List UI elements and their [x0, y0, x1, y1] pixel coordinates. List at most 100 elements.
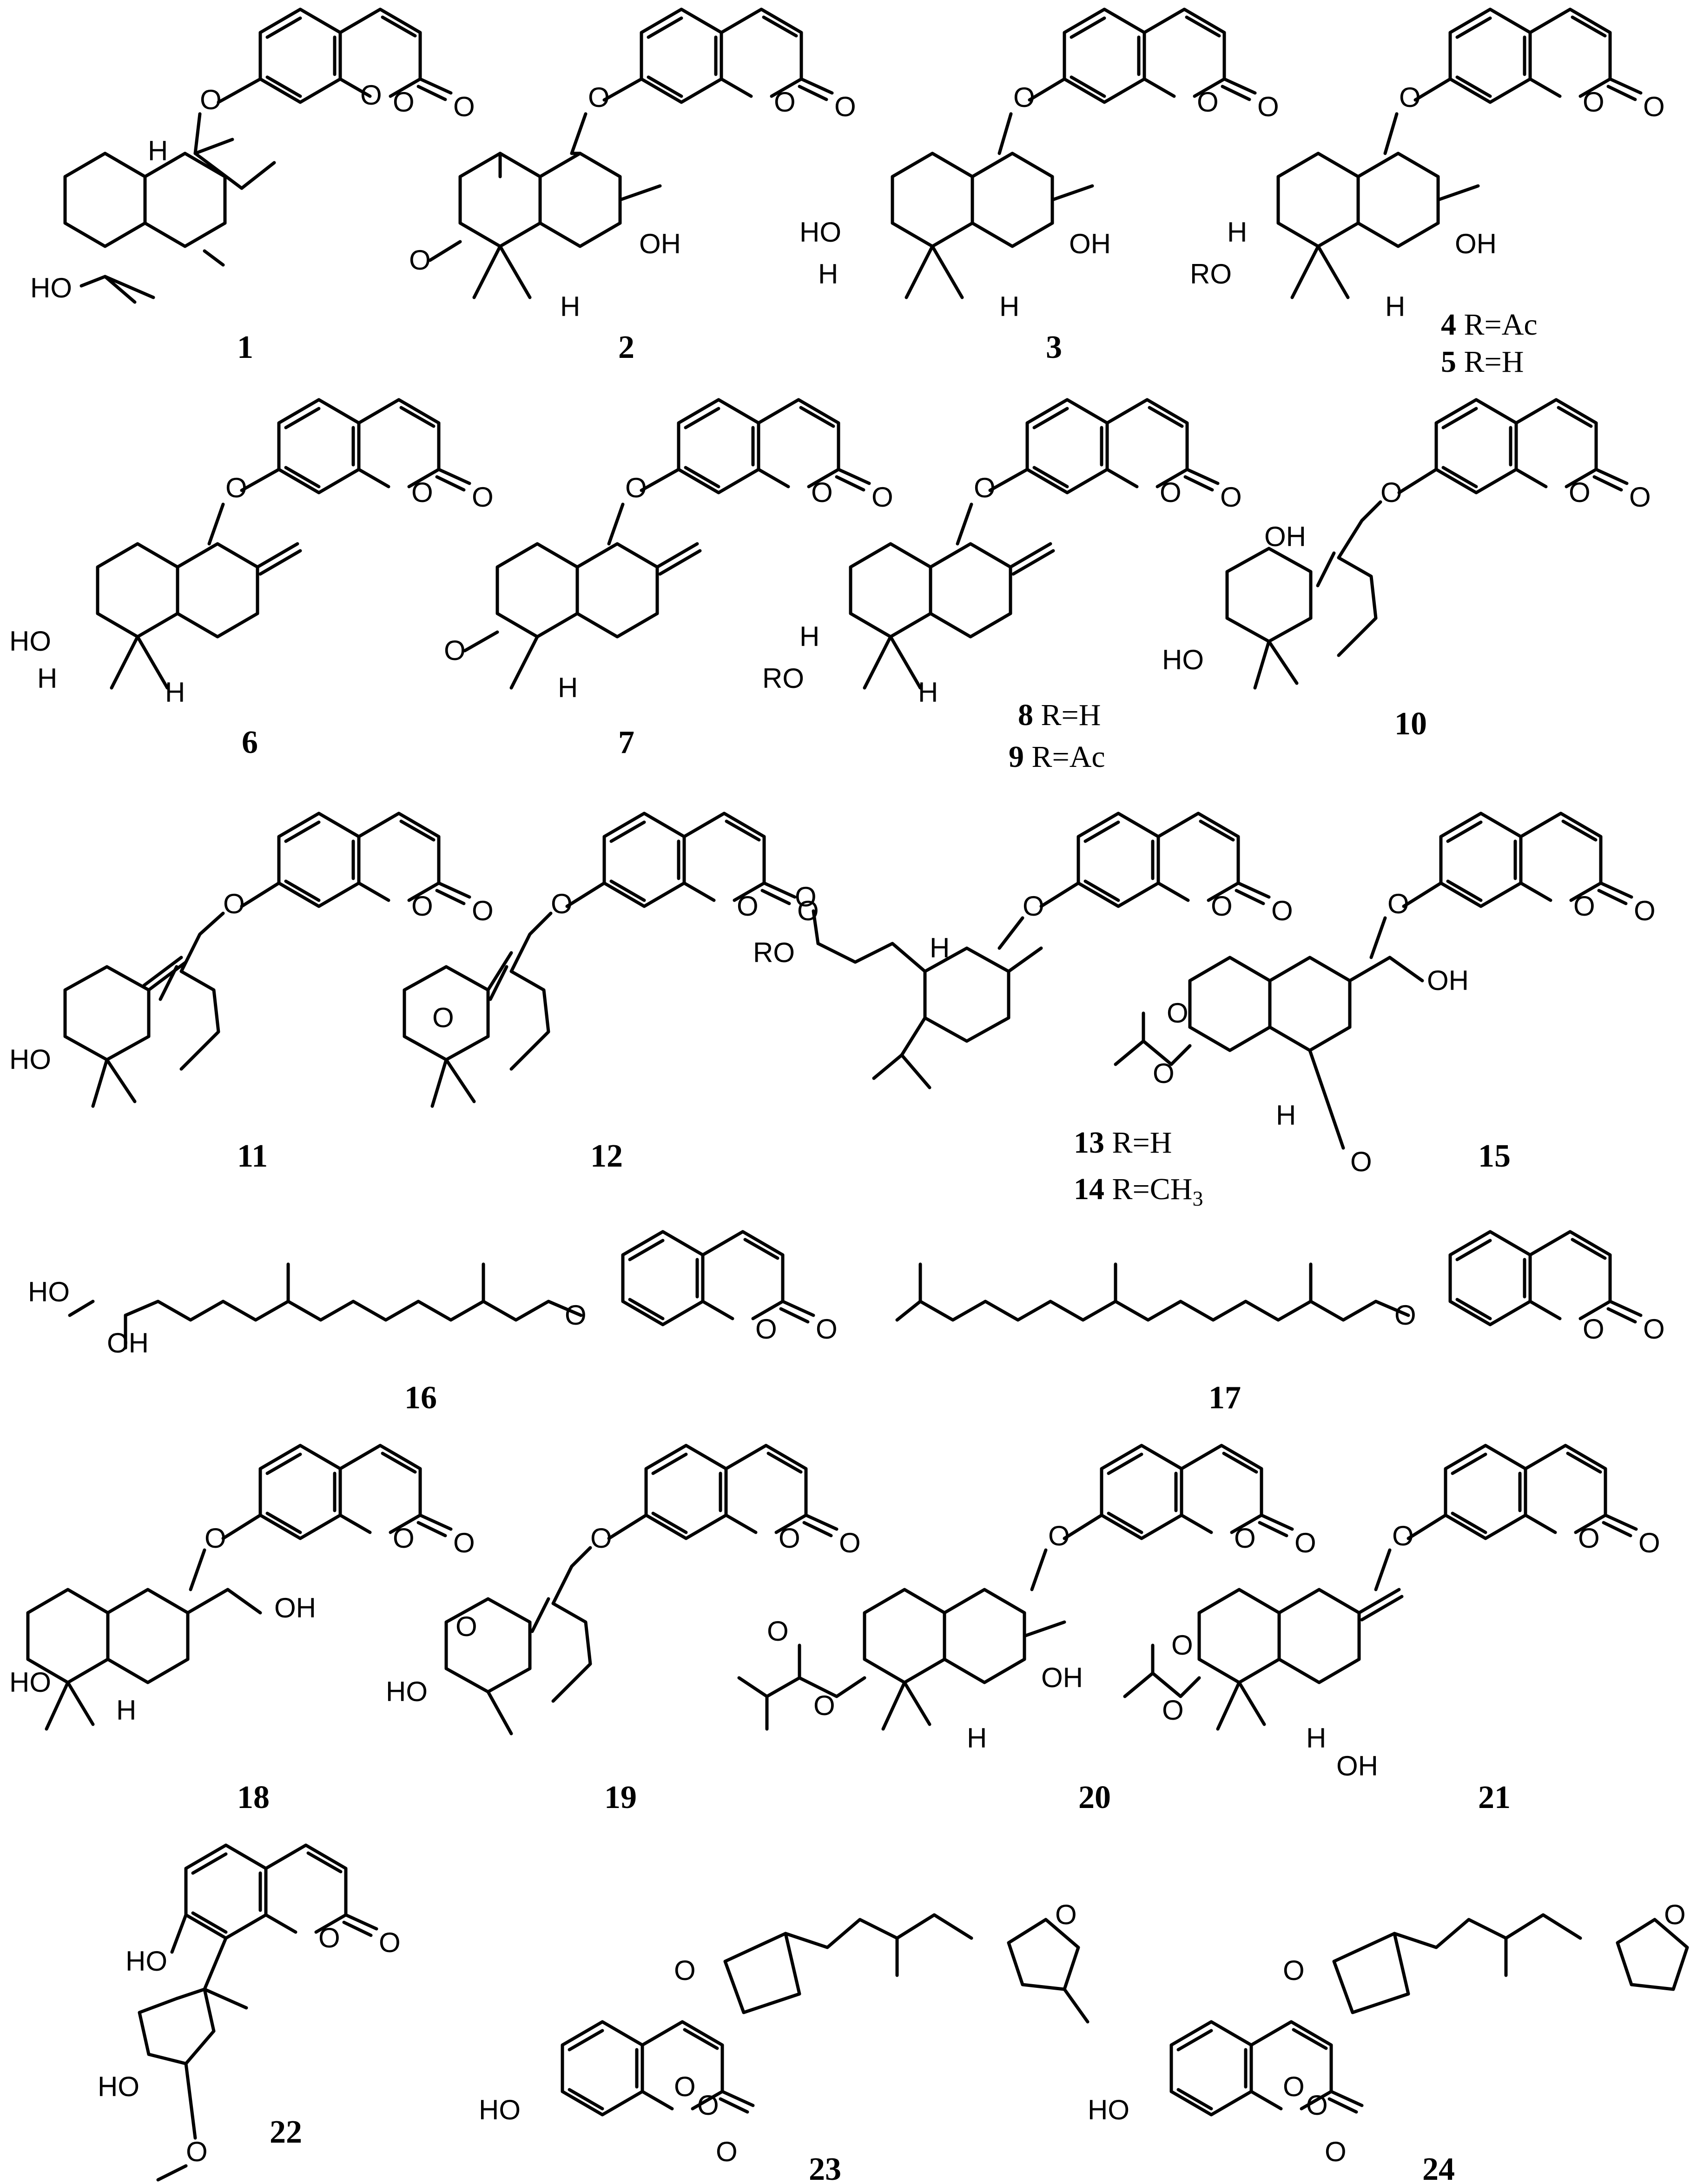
svg-text:HO: HO — [98, 2071, 139, 2102]
structure-19: O O O O HO 19 — [386, 1445, 861, 1815]
svg-text:H: H — [999, 291, 1019, 322]
svg-text:O: O — [453, 1527, 475, 1558]
compound-label-20: 20 — [1078, 1780, 1111, 1815]
svg-text:H: H — [560, 291, 580, 322]
svg-text:HO: HO — [30, 272, 72, 304]
svg-text:H: H — [818, 258, 838, 290]
svg-text:OH: OH — [1455, 228, 1497, 259]
structure-8-9: O O O H RO H 8 R=H 9 R=Ac — [762, 400, 1242, 774]
svg-text:O: O — [1350, 1146, 1372, 1177]
svg-text:O: O — [1578, 1523, 1600, 1554]
svg-text:O: O — [1306, 2090, 1328, 2121]
compound-label-19: 19 — [604, 1780, 637, 1815]
svg-text:OH: OH — [107, 1327, 149, 1359]
svg-text:HO: HO — [1162, 644, 1204, 675]
structure-15: O O O OH O O H O 15 — [1114, 813, 1656, 1177]
svg-text:O: O — [755, 1313, 777, 1345]
svg-text:O: O — [737, 891, 759, 922]
svg-text:H: H — [37, 663, 57, 694]
svg-text:O: O — [1167, 997, 1189, 1029]
svg-text:O: O — [1211, 891, 1233, 922]
structure-3: O O O HO H OH H 3 — [799, 9, 1279, 365]
svg-text:OH: OH — [1069, 228, 1111, 259]
svg-text:O: O — [1569, 477, 1591, 508]
structure-11: O O O HO 11 — [9, 813, 494, 1174]
svg-text:H: H — [1227, 217, 1247, 248]
svg-text:O: O — [1257, 91, 1279, 122]
compound-label-22: 22 — [270, 2114, 302, 2150]
svg-text:O: O — [795, 881, 817, 912]
svg-text:OH: OH — [1041, 1662, 1083, 1693]
svg-text:HO: HO — [386, 1676, 428, 1707]
structure-16: O O O HO OH 16 — [28, 1232, 838, 1416]
svg-text:RO: RO — [1190, 258, 1232, 290]
compound-label-10: 10 — [1394, 706, 1427, 742]
substituent-note-14: 14 R=CH3 — [1074, 1172, 1203, 1210]
svg-text:O: O — [453, 91, 475, 122]
svg-text:O: O — [444, 635, 466, 666]
svg-text:O: O — [1283, 2071, 1305, 2102]
structure-21: O O O O O H OH 21 — [1123, 1445, 1660, 1815]
svg-text:HO: HO — [28, 1276, 70, 1307]
svg-text:HO: HO — [9, 1044, 51, 1075]
svg-text:RO: RO — [753, 937, 795, 968]
structure-6: O O O HO H H 6 — [9, 400, 494, 760]
structure-1: O O O O H HO 1 — [30, 9, 475, 365]
svg-text:O: O — [411, 477, 433, 508]
svg-text:O: O — [674, 1955, 696, 1986]
svg-text:O: O — [1171, 1630, 1193, 1661]
svg-text:O: O — [393, 1523, 415, 1554]
svg-text:O: O — [409, 244, 431, 276]
svg-text:O: O — [1643, 91, 1665, 122]
svg-text:O: O — [200, 84, 222, 115]
svg-text:H: H — [918, 677, 938, 708]
structure-17: O O O 17 — [895, 1232, 1665, 1416]
svg-text:O: O — [872, 482, 893, 513]
structure-13-14: O O O H O RO 13 R=H 14 R=CH3 — [753, 813, 1293, 1210]
svg-text:O: O — [223, 888, 245, 919]
svg-text:H: H — [165, 677, 185, 708]
svg-text:O: O — [1234, 1523, 1256, 1554]
svg-text:O: O — [697, 2090, 719, 2121]
svg-text:H: H — [148, 135, 168, 166]
svg-text:H: H — [1276, 1100, 1296, 1131]
structure-12: O O O O 12 — [403, 813, 819, 1174]
compound-label-2: 2 — [618, 330, 634, 365]
svg-text:O: O — [774, 86, 796, 118]
compound-label-17: 17 — [1208, 1380, 1241, 1416]
svg-text:O: O — [1629, 482, 1651, 513]
svg-text:OH: OH — [1427, 965, 1469, 996]
compound-label-12: 12 — [590, 1138, 623, 1174]
svg-text:O: O — [1583, 86, 1605, 118]
svg-text:O: O — [472, 895, 494, 926]
compound-label-15: 15 — [1478, 1138, 1511, 1174]
svg-text:O: O — [186, 2136, 208, 2167]
compound-label-16: 16 — [404, 1380, 437, 1416]
svg-text:O: O — [432, 1002, 454, 1033]
svg-text:OH: OH — [274, 1592, 316, 1623]
svg-text:HO: HO — [479, 2094, 521, 2125]
svg-text:HO: HO — [9, 626, 51, 657]
svg-text:O: O — [565, 1300, 587, 1331]
svg-text:O: O — [779, 1523, 800, 1554]
svg-text:O: O — [472, 482, 494, 513]
compound-label-1: 1 — [237, 330, 253, 365]
svg-text:H: H — [799, 621, 819, 652]
svg-text:O: O — [1325, 2136, 1347, 2167]
substituent-note-5: 5 R=H — [1441, 345, 1524, 379]
svg-text:H: H — [967, 1722, 987, 1754]
compound-label-24: 24 — [1422, 2151, 1455, 2184]
substituent-note-4: 4 R=Ac — [1441, 308, 1538, 342]
svg-text:HO: HO — [799, 217, 841, 248]
compound-label-6: 6 — [242, 725, 258, 760]
compound-label-23: 23 — [809, 2151, 841, 2184]
svg-text:HO: HO — [1088, 2094, 1129, 2125]
compound-label-3: 3 — [1046, 330, 1062, 365]
substituent-note-13: 13 R=H — [1074, 1126, 1172, 1160]
svg-text:HO: HO — [9, 1667, 51, 1698]
svg-text:O: O — [456, 1611, 477, 1642]
svg-text:H: H — [930, 932, 950, 963]
svg-text:O: O — [1271, 895, 1293, 926]
structure-7: O O O O H 7 — [444, 400, 893, 760]
